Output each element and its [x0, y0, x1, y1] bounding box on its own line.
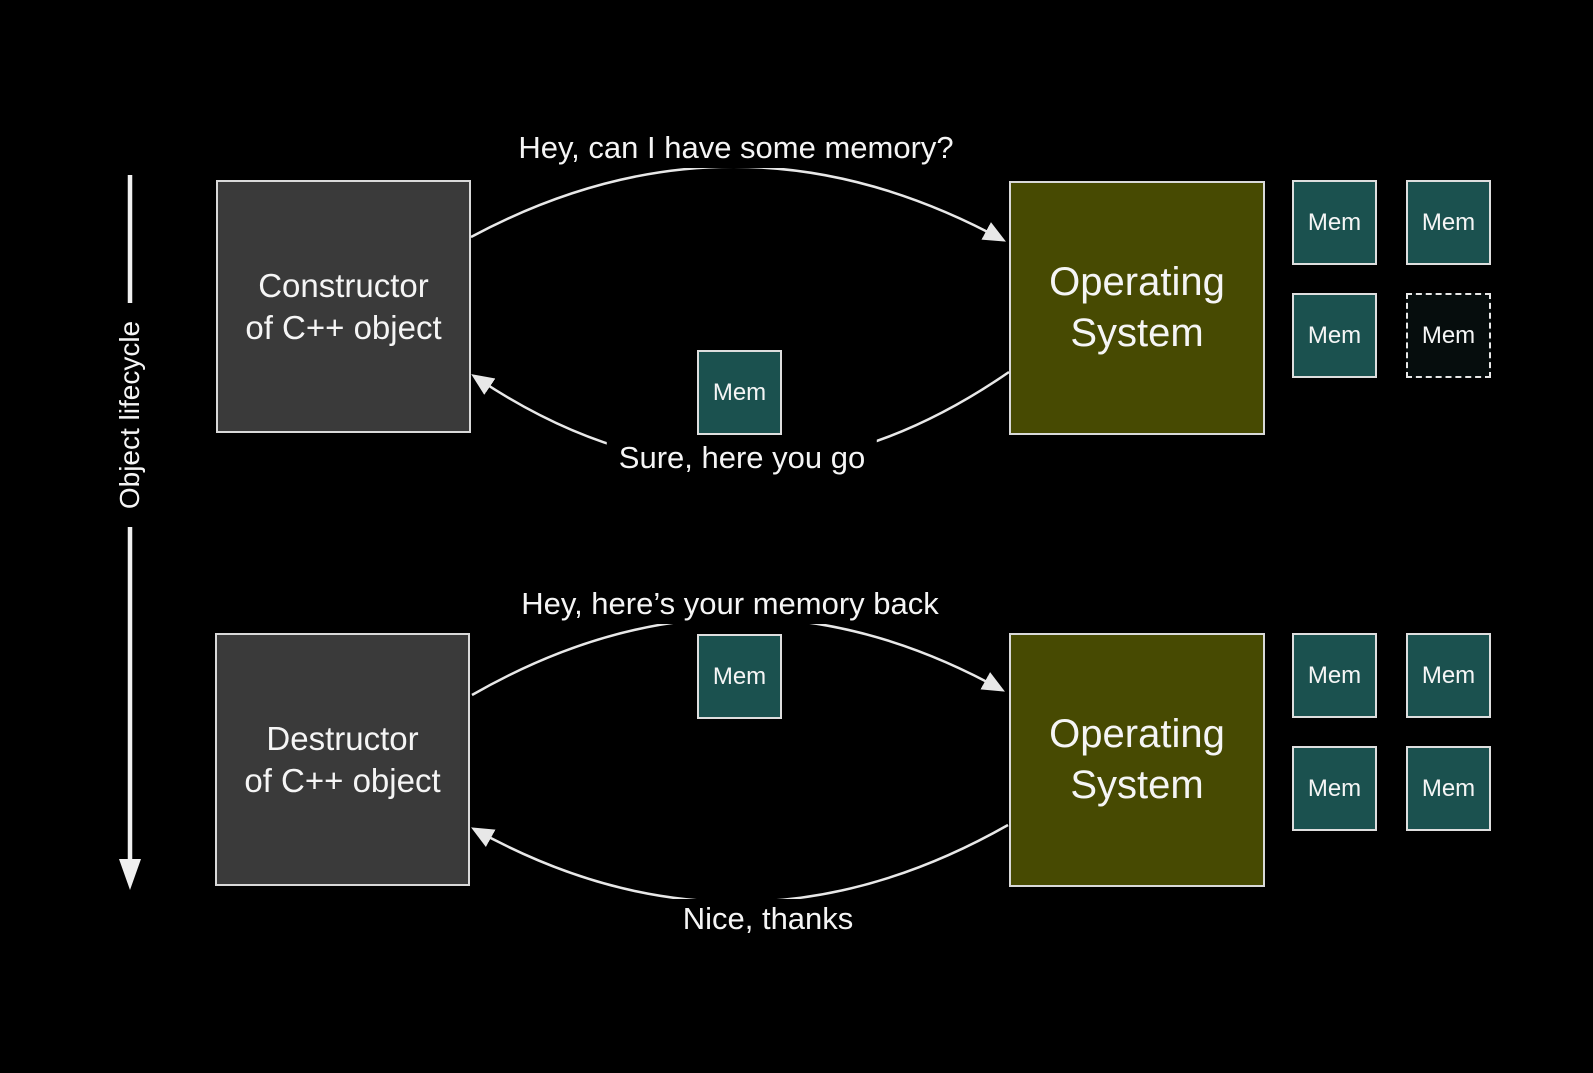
thanks-arrow	[471, 823, 1009, 904]
thanks-message: Nice, thanks	[670, 899, 866, 939]
mem-chip-transfer-top: Mem	[697, 350, 782, 435]
mem-chip-label: Mem	[1307, 321, 1362, 349]
os-mem-chip: Mem	[1292, 633, 1377, 718]
operating-system-box-top: Operating System	[1009, 181, 1265, 435]
request-memory-arrow	[470, 165, 1006, 242]
return-memory-message: Hey, here’s your memory back	[509, 584, 951, 624]
os-top-label-line2: System	[1070, 311, 1204, 355]
request-memory-message: Hey, can I have some memory?	[506, 128, 966, 168]
constructor-label-line1: Constructor	[258, 266, 429, 304]
destructor-label-line2: of C++ object	[244, 761, 441, 799]
mem-chip-label: Mem	[1421, 774, 1476, 802]
os-top-label-line1: Operating	[1049, 260, 1225, 304]
os-mem-chip: Mem	[1406, 746, 1491, 831]
object-lifecycle-label: Object lifecycle	[112, 303, 148, 527]
os-mem-chip-freed: Mem	[1406, 293, 1491, 378]
destructor-box: Destructor of C++ object	[215, 633, 470, 886]
constructor-box: Constructor of C++ object	[216, 180, 471, 433]
mem-chip-label: Mem	[1307, 208, 1362, 236]
mem-chip-label: Mem	[1421, 208, 1476, 236]
mem-chip-label: Mem	[1421, 321, 1476, 349]
mem-chip-label: Mem	[712, 378, 767, 406]
grant-memory-message: Sure, here you go	[606, 438, 878, 478]
lifecycle-arrow	[119, 175, 141, 890]
os-bottom-label-line2: System	[1070, 763, 1204, 807]
os-mem-chip: Mem	[1406, 180, 1491, 265]
os-mem-chip: Mem	[1292, 746, 1377, 831]
mem-chip-transfer-bottom: Mem	[697, 634, 782, 719]
mem-chip-label: Mem	[1421, 661, 1476, 689]
os-mem-chip: Mem	[1406, 633, 1491, 718]
mem-chip-label: Mem	[1307, 661, 1362, 689]
destructor-label-line1: Destructor	[266, 719, 419, 757]
mem-chip-label: Mem	[1307, 774, 1362, 802]
constructor-label-line2: of C++ object	[245, 308, 442, 346]
os-mem-chip: Mem	[1292, 180, 1377, 265]
os-mem-chip: Mem	[1292, 293, 1377, 378]
mem-chip-label: Mem	[712, 662, 767, 690]
os-bottom-label-line1: Operating	[1049, 712, 1225, 756]
operating-system-box-bottom: Operating System	[1009, 633, 1265, 887]
